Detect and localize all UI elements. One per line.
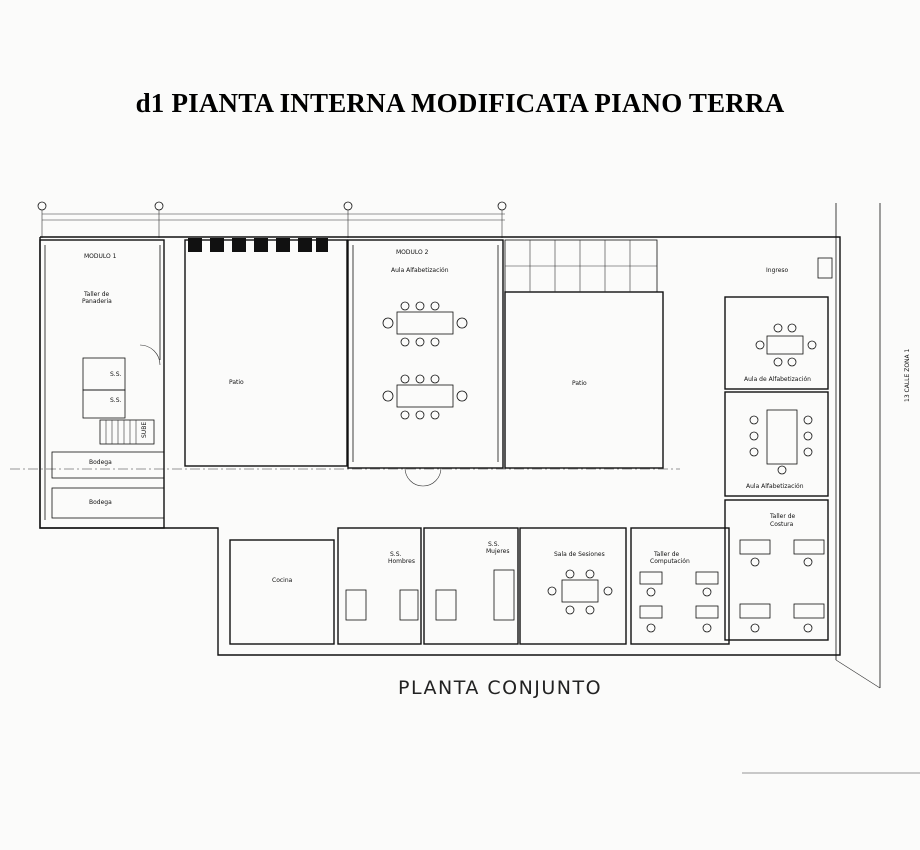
label-ss-1: S.S. (110, 371, 122, 378)
label-ss-mujeres-2: Mujeres (486, 548, 510, 555)
bottom-row (229, 527, 825, 645)
label-ingreso: Ingreso (766, 267, 789, 274)
label-patio-2: Patio (572, 380, 587, 387)
dimension-line (37, 201, 507, 238)
label-bodega-1: Bodega (89, 459, 112, 466)
label-modulo-1: MODULO 1 (84, 253, 117, 260)
label-aula-alfabetizacion-2: Aula de Alfabetización (744, 376, 811, 383)
label-ss-hombres-1: S.S. (390, 551, 402, 558)
patio-2 (504, 239, 664, 469)
label-ss-2: S.S. (110, 397, 122, 404)
label-aula-alfabetizacion-3: Aula Alfabetización (746, 483, 804, 490)
stairs (99, 419, 155, 445)
modulo-2-block (347, 239, 504, 487)
label-bodega-2: Bodega (89, 499, 112, 506)
label-ss-hombres-2: Hombres (388, 558, 415, 565)
patio-1 (184, 238, 348, 467)
page-title: d1 PIANTA INTERNA MODIFICATA PIANO TERRA (135, 88, 785, 118)
label-taller-costura-2: Costura (770, 521, 794, 528)
label-modulo-2: MODULO 2 (396, 249, 429, 256)
chairs (382, 301, 817, 633)
right-wing (724, 257, 833, 641)
label-taller-computacion-1: Taller de (653, 551, 680, 558)
label-aula-alfabetizacion-1: Aula Alfabetización (391, 267, 449, 274)
plan-subtitle: PLANTA CONJUNTO (398, 677, 602, 699)
label-taller-costura-1: Taller de (769, 513, 796, 520)
label-cocina: Cocina (272, 577, 293, 584)
label-sala-sesiones: Sala de Sesiones (554, 551, 605, 558)
label-taller-computacion-2: Computación (650, 558, 690, 565)
label-sube: SUBE (141, 422, 148, 438)
modulo-1-block (39, 239, 165, 529)
label-taller-panaderia-1: Taller de (83, 291, 110, 298)
label-taller-panaderia-2: Panaderia (82, 298, 112, 305)
street-label: 13 CALLE ZONA 1 (904, 348, 911, 402)
label-patio-1: Patio (229, 379, 244, 386)
label-ss-mujeres-1: S.S. (488, 541, 500, 548)
